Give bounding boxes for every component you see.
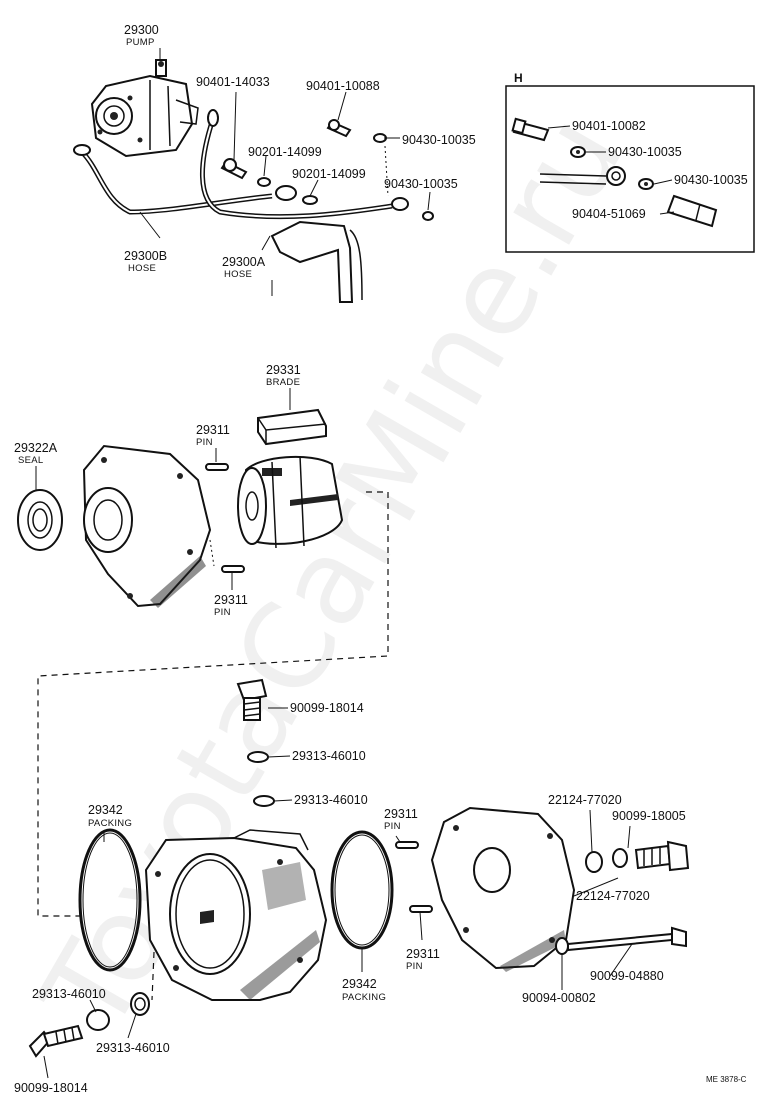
label-clamp-14099-b: 90201-14099 (292, 167, 366, 181)
top-fasteners (220, 119, 434, 221)
label-hose-a-name: HOSE (224, 269, 252, 280)
seal-part (17, 489, 63, 551)
label-gasket-77020-a: 22124-77020 (548, 793, 622, 807)
label-washer-46010-a: 29313-46010 (292, 749, 366, 763)
label-packing-right-number: 29342 (342, 977, 377, 991)
label-hose-b-number: 29300B (124, 249, 167, 263)
label-washer-46010-c: 29313-46010 (32, 987, 106, 1001)
label-pin-lower-name: PIN (214, 607, 231, 618)
hose-b (73, 144, 297, 215)
label-h-union-51069: 90404-51069 (572, 207, 646, 221)
label-packing-right-name: PACKING (342, 992, 386, 1003)
label-pump-number: 29300 (124, 23, 159, 37)
label-gasket-77020-b: 22124-77020 (576, 889, 650, 903)
dashed-guide-middle (37, 491, 389, 917)
label-seal-number: 29322A (14, 441, 58, 455)
pump-assembly (90, 59, 199, 158)
drawing-code: ME 3878-C (706, 1075, 747, 1084)
inset-label: H (514, 71, 523, 85)
label-hose-a-number: 29300A (222, 255, 266, 269)
bottom-left-fasteners (28, 992, 150, 1058)
label-hose-b-name: HOSE (128, 263, 156, 274)
leaders-middle (35, 388, 291, 590)
label-blade-name: BRADE (266, 377, 300, 388)
rotor-part (237, 455, 344, 549)
label-h-bolt-10082: 90401-10082 (572, 119, 646, 133)
packing-right-ring (330, 830, 394, 950)
label-pin-plate-top-number: 29311 (384, 807, 418, 821)
label-packing-left-name: PACKING (88, 818, 132, 829)
label-washer-10035-a: 90430-10035 (402, 133, 476, 147)
label-blade-number: 29331 (266, 363, 301, 377)
label-washer-46010-b: 29313-46010 (294, 793, 368, 807)
pump-bracket (270, 220, 363, 303)
label-seal-name: SEAL (18, 455, 44, 466)
callout-labels: 29300 PUMP 29300B HOSE 29300A HOSE 90401… (14, 23, 748, 1095)
leaders-bottom (43, 707, 633, 1079)
label-h-washer-10035-b: 90430-10035 (674, 173, 748, 187)
label-pin-upper-number: 29311 (196, 423, 230, 437)
label-bolt-04880: 90099-04880 (590, 969, 664, 983)
label-h-washer-10035-a: 90430-10035 (608, 145, 682, 159)
label-bolt-18005: 90099-18005 (612, 809, 686, 823)
label-bolt-18014-top: 90099-18014 (290, 701, 364, 715)
label-bolt-14033: 90401-14033 (196, 75, 270, 89)
inset-frame (505, 85, 755, 253)
packing-left-ring (78, 828, 142, 972)
label-pin-plate-bottom-number: 29311 (406, 947, 440, 961)
label-washer-10035-b: 90430-10035 (384, 177, 458, 191)
label-packing-left-number: 29342 (88, 803, 123, 817)
label-pin-upper-name: PIN (196, 437, 213, 448)
inset-detail-h (505, 85, 755, 253)
washer-a (247, 751, 269, 763)
label-bolt-10088: 90401-10088 (306, 79, 380, 93)
pins-middle (205, 463, 245, 573)
bolt-top (236, 678, 268, 721)
label-clamp-14099-a: 90201-14099 (248, 145, 322, 159)
side-plate-front (82, 444, 212, 608)
hose-a (199, 109, 409, 220)
label-washer-46010-d: 29313-46010 (96, 1041, 170, 1055)
leaders-top (139, 48, 431, 296)
washer-b (253, 795, 275, 807)
label-pin-plate-bottom-name: PIN (406, 961, 423, 972)
dashed-guide-bottom (151, 951, 155, 1001)
label-bolt-18014-bottom: 90099-18014 (14, 1081, 88, 1095)
pins-bottom (395, 841, 433, 913)
blade-part (257, 408, 327, 446)
label-washer-00802: 90094-00802 (522, 991, 596, 1005)
label-pin-plate-top-name: PIN (384, 821, 401, 832)
pump-housing (144, 829, 328, 1001)
label-pin-lower-number: 29311 (214, 593, 248, 607)
end-plate (430, 806, 576, 972)
label-pump-name: PUMP (126, 37, 155, 48)
